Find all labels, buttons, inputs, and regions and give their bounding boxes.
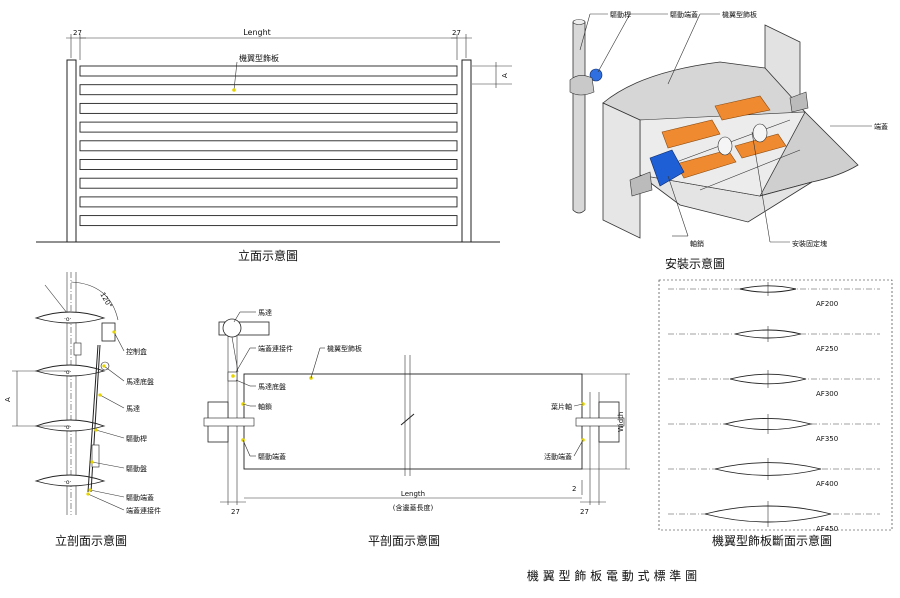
- section-blade-mark: ·o·: [64, 369, 72, 376]
- section-blade-mark: ·o·: [64, 479, 72, 486]
- plan-dim-27-right: 27: [580, 508, 589, 516]
- section-leader: [91, 461, 125, 469]
- section-leader-dot: [86, 492, 90, 496]
- install-label: 驅動桿: [610, 10, 631, 19]
- left-post: [66, 59, 77, 243]
- section-blade-mark: ·o·: [64, 424, 72, 431]
- install-label: 機翼型飾板: [722, 10, 757, 19]
- elevation-blade: [79, 65, 458, 77]
- section-label: 驅動桿: [126, 434, 147, 443]
- section-leader: [113, 331, 125, 352]
- profile-label: AF250: [816, 345, 838, 353]
- section-leader-dot: [98, 393, 102, 397]
- dim-a-label: A: [501, 73, 509, 78]
- section-label: 馬達底盤: [126, 377, 154, 386]
- plan-label-left: 馬達底盤: [258, 382, 286, 391]
- width-dimension: Width: [617, 412, 625, 432]
- section-blade: [34, 419, 106, 432]
- section-label: 馬達: [126, 404, 140, 413]
- profiles-caption: 機翼型飾板斷面示意圖: [712, 533, 832, 548]
- section-label: 驅動盤: [126, 464, 147, 473]
- section-leader-dot: [90, 460, 94, 464]
- plan-length: Length: [401, 490, 425, 498]
- section-leader-dot: [88, 488, 92, 492]
- motor-symbol: [222, 318, 242, 338]
- section-leader-dot: [102, 364, 106, 368]
- plan-view: Width Length (含邊蓋長度) 27 27 2 馬達端蓋連接件馬達底盤…: [203, 308, 630, 548]
- elevation-blades: [79, 65, 458, 227]
- plan-label-left: 端蓋連接件: [258, 344, 293, 353]
- section-caption: 立剖面示意圖: [55, 533, 127, 548]
- elevation-blade: [79, 121, 458, 133]
- dim-27-right: 27: [452, 29, 461, 37]
- install-label: 端蓋: [874, 122, 888, 131]
- section-label: 控制盒: [126, 347, 147, 356]
- profile-label: AF200: [816, 300, 838, 308]
- section-dim-a: A: [4, 397, 12, 402]
- install-label: 軸銷: [690, 239, 704, 248]
- elevation-blade: [79, 159, 458, 170]
- plan-label-right: 活動端蓋: [544, 452, 572, 461]
- right-post: [461, 59, 472, 243]
- plan-label-blade: 機翼型飾板: [327, 344, 362, 353]
- section-label: 端蓋連接件: [126, 506, 161, 515]
- drive-end-cap-connector: [649, 149, 685, 187]
- profile-label: AF300: [816, 390, 838, 398]
- section-blade: [34, 311, 106, 324]
- sheet-title: 機 翼 型 飾 板 電 動 式 標 準 圖: [527, 568, 697, 583]
- section-blade: [34, 364, 106, 377]
- elevation-blade: [79, 140, 458, 152]
- elevation-blade: [79, 102, 458, 114]
- profile-label: AF350: [816, 435, 838, 443]
- section-leader: [87, 493, 125, 511]
- drive-rod-section: [87, 344, 99, 493]
- drive-rod: [572, 21, 586, 214]
- elevation-blade: [79, 196, 458, 208]
- profile-label: AF450: [816, 525, 838, 533]
- section-blade: [34, 474, 106, 487]
- section-leader: [89, 489, 125, 498]
- elevation-view: 27 27 Lenght 機翼型飾板 A 立面示意圖: [36, 28, 512, 263]
- profile-label: AF400: [816, 480, 838, 488]
- section-blade-mark: ·o·: [64, 316, 72, 323]
- section-label: 驅動端蓋: [126, 493, 154, 502]
- rotation-arc: [70, 281, 119, 321]
- plan-dim-gap: 2: [572, 485, 576, 493]
- elevation-blade: [79, 84, 458, 96]
- blade-label: 機翼型飾板: [239, 53, 279, 63]
- section-leader-dot: [112, 330, 116, 334]
- section-leader: [95, 429, 125, 439]
- plan-length-note: (含邊蓋長度): [393, 503, 434, 512]
- install-label: 安裝固定塊: [792, 239, 827, 248]
- plan-label-left: 馬達: [258, 308, 272, 317]
- plan-label-left: 驅動端蓋: [258, 452, 286, 461]
- elevation-caption: 立面示意圖: [238, 248, 298, 263]
- section-blades: ·o· ·o· ·o· ·o·: [34, 311, 106, 487]
- dim-length-label: Lenght: [243, 28, 271, 37]
- plan-label-left: 軸鎖: [258, 402, 272, 411]
- section-leader: [103, 365, 125, 382]
- elevation-blade: [79, 215, 458, 227]
- plan-label-right: 葉片軸: [551, 402, 572, 411]
- plan-dim-27-left: 27: [231, 508, 240, 516]
- front-bracket: [602, 102, 641, 239]
- plan-caption: 平剖面示意圖: [368, 533, 440, 548]
- section-view: 120° ·o· ·o· ·o· ·o· A 控制盒馬達底盤馬達驅動桿驅動盤驅動端蓋端…: [4, 272, 161, 548]
- rotation-angle: 120°: [98, 291, 113, 310]
- elevation-blade: [79, 177, 458, 189]
- section-leader: [99, 394, 125, 409]
- blade-plan: [243, 373, 583, 470]
- profiles-frame: [658, 279, 893, 531]
- install-caption: 安裝示意圖: [665, 256, 725, 271]
- section-leader-dot: [94, 428, 98, 432]
- dim-27-left: 27: [73, 29, 82, 37]
- install-label: 驅動端蓋: [670, 10, 698, 19]
